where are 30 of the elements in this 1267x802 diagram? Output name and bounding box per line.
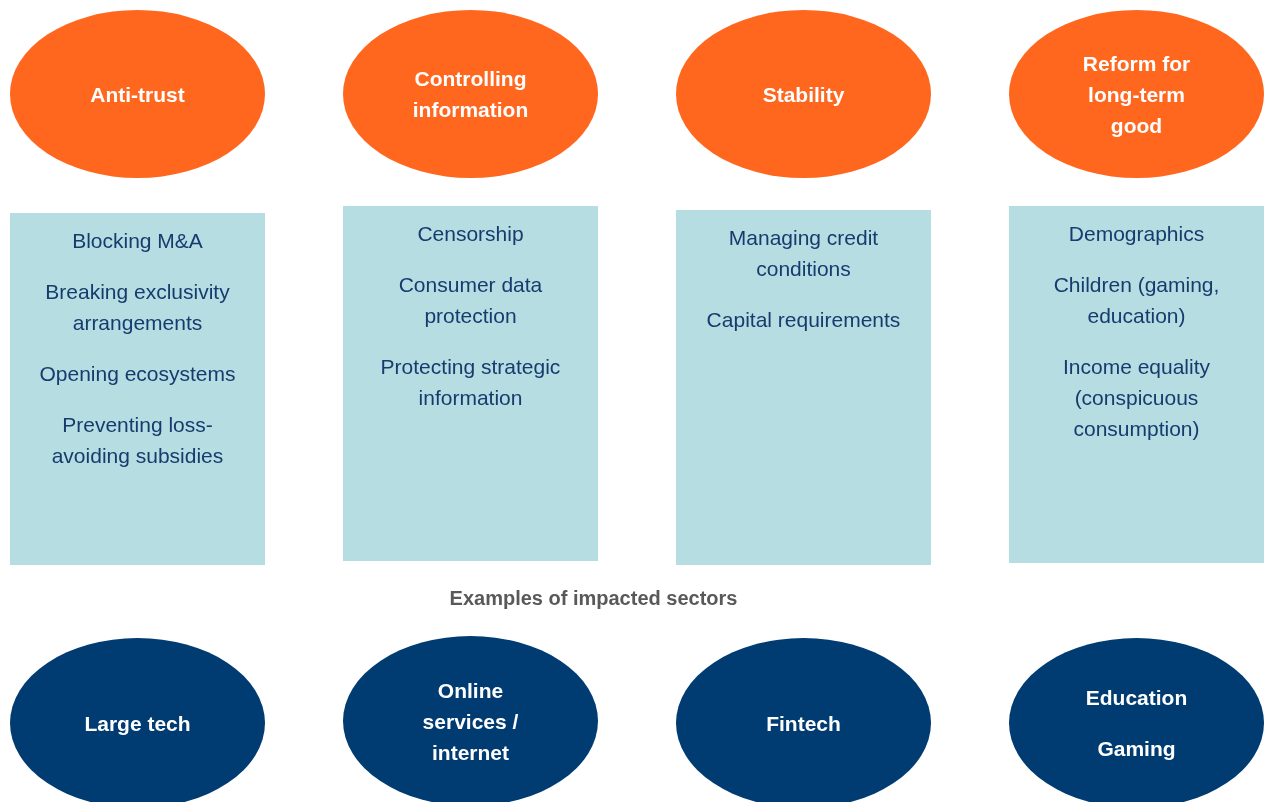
list-item: Breaking exclusivity arrangements [44,279,231,336]
oval-label: Education [1085,685,1188,711]
measures-panel [1009,206,1264,563]
oval-label: Gaming [1097,736,1176,762]
oval-label: Anti-trust [90,81,185,108]
category-oval [10,10,265,178]
list-item: Blocking M&A [72,228,203,254]
oval-label: Fintech [766,710,841,737]
list-item: Censorship [417,221,524,247]
oval-label: Online services / internet [421,677,520,766]
list-item: Consumer data protection [397,272,544,329]
list-item: Children (gaming, education) [1052,272,1221,329]
measures-panel [676,210,931,565]
list-item: Income equality (conspicuous consumption) [1061,354,1212,442]
list-item: Opening ecosystems [39,361,236,387]
oval-label: Controlling information [411,66,530,123]
oval-label: Large tech [84,710,191,737]
list-item: Protecting strategic information [379,354,562,411]
category-oval [343,10,598,178]
section-label: Examples of impacted sectors [448,587,739,610]
list-item: Capital requirements [706,307,901,333]
category-oval [676,10,931,178]
list-item: Demographics [1068,221,1205,247]
measures-panel [343,206,598,561]
list-item: Preventing loss-avoiding subsidies [50,412,225,469]
oval-label: Stability [762,81,845,108]
measures-panel [10,213,265,565]
oval-label: Reform for long-term good [1081,50,1192,139]
category-oval [1009,10,1264,178]
list-item: Managing credit conditions [727,225,880,282]
